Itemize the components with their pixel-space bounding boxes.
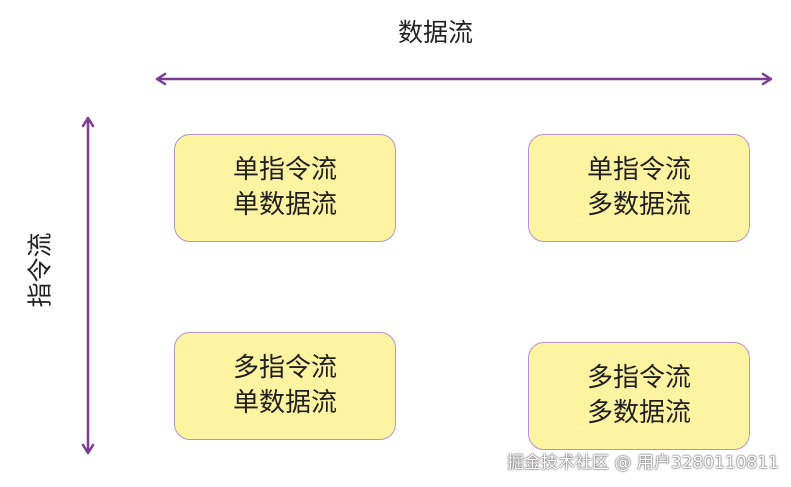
- sisd-box: 单指令流 单数据流: [174, 134, 396, 242]
- horizontal-arrow-left-head: [155, 72, 167, 86]
- vertical-arrow-bottom-head: [81, 443, 95, 455]
- watermark: 掘金技术社区 @ 用户3280110811: [507, 453, 779, 473]
- misd-box: 多指令流 单数据流: [174, 332, 396, 440]
- misd-instruction-text: 多指令流: [232, 353, 337, 383]
- misd-data-text: 单数据流: [232, 388, 337, 418]
- simd-instruction-text: 单指令流: [586, 155, 691, 185]
- vertical-arrow-top-head: [81, 116, 95, 128]
- mimd-box: 多指令流 多数据流: [528, 342, 750, 450]
- sisd-data-text: 单数据流: [232, 190, 337, 220]
- mimd-instruction-text: 多指令流: [586, 363, 691, 393]
- data-stream-axis-label: 数据流: [398, 18, 474, 47]
- horizontal-arrow-right-head: [761, 72, 773, 86]
- simd-data-text: 多数据流: [586, 190, 691, 220]
- mimd-data-text: 多数据流: [586, 398, 691, 428]
- sisd-instruction-text: 单指令流: [232, 155, 337, 185]
- simd-box: 单指令流 多数据流: [528, 134, 750, 242]
